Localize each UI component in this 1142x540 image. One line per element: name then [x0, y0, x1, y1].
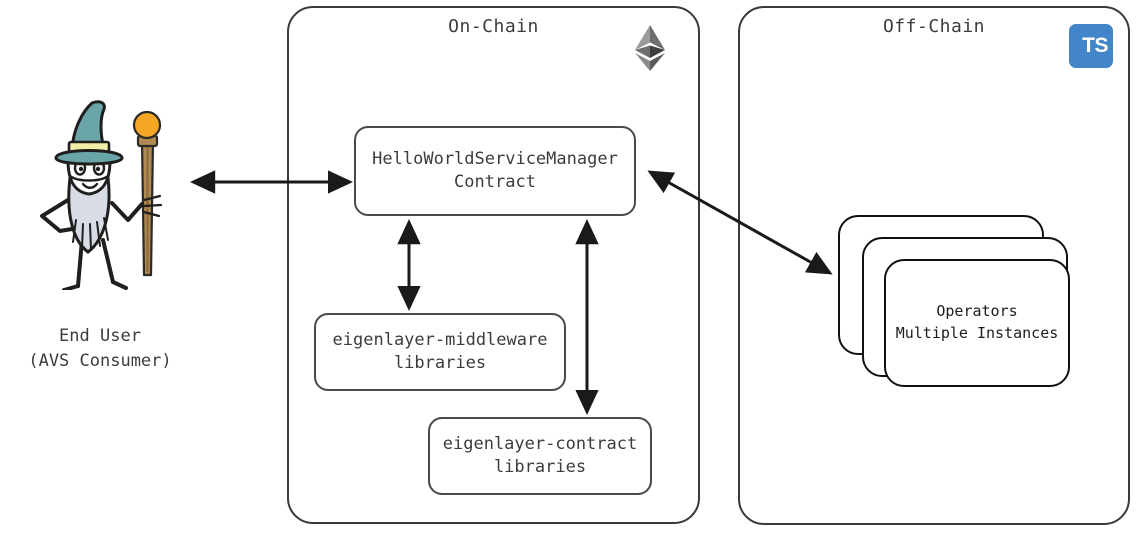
node-service-manager-label: HelloWorldServiceManager Contract	[372, 149, 618, 192]
node-service-manager[interactable]: HelloWorldServiceManager Contract	[354, 126, 636, 216]
panel-off-chain-title: Off-Chain	[882, 16, 986, 37]
node-contract-libs[interactable]: eigenlayer-contract libraries	[428, 417, 652, 495]
node-middleware-libs[interactable]: eigenlayer-middleware libraries	[314, 313, 566, 391]
typescript-logo-text: TS	[1082, 34, 1108, 57]
ethereum-logo	[632, 24, 668, 72]
wizard-figure	[20, 100, 180, 292]
node-operators-label: Operators Multiple Instances	[895, 302, 1059, 342]
node-operators[interactable]: Operators Multiple Instances	[884, 259, 1070, 387]
node-contract-libs-label: eigenlayer-contract libraries	[442, 434, 638, 477]
typescript-logo: TS	[1069, 24, 1113, 68]
end-user-caption-text: End User (AVS Consumer)	[28, 325, 172, 372]
end-user-caption: End User (AVS Consumer)	[0, 298, 200, 375]
node-middleware-libs-label: eigenlayer-middleware libraries	[332, 330, 548, 373]
panel-on-chain-title: On-Chain	[448, 16, 539, 37]
